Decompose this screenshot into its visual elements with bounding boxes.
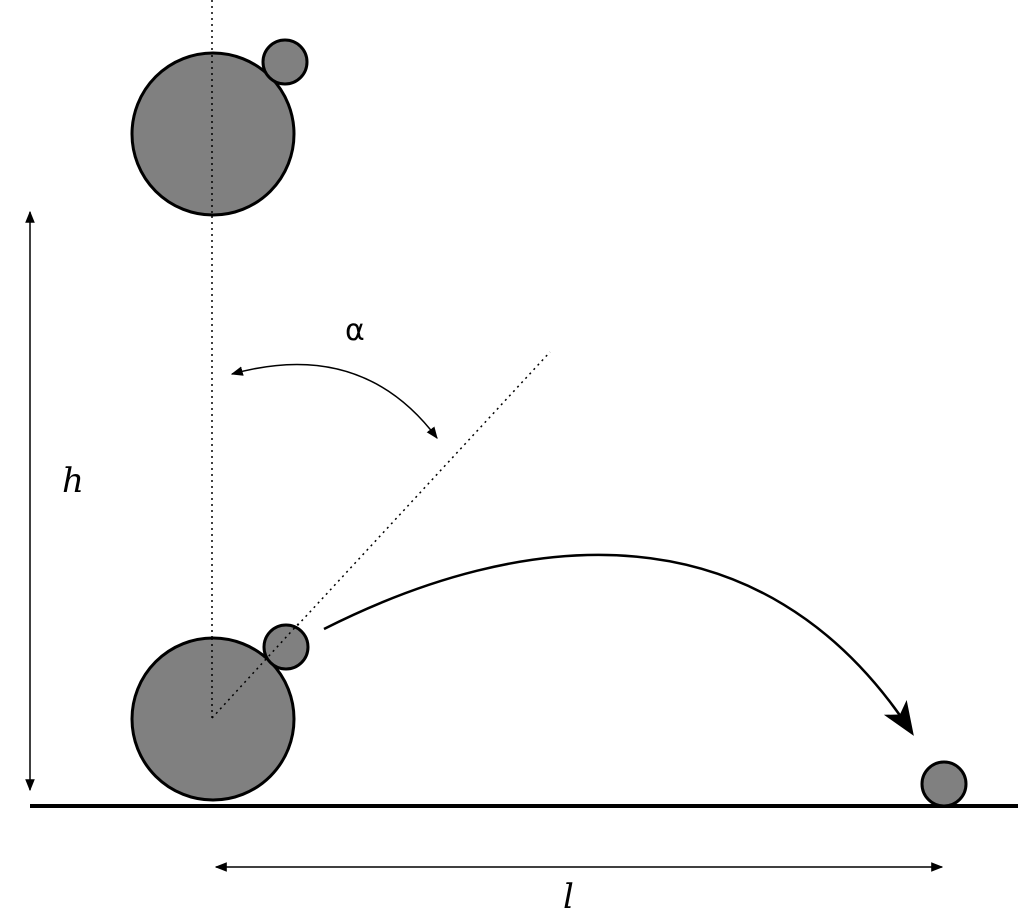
angle-label: α (345, 313, 365, 348)
small-ball-top (261, 38, 309, 86)
launch-direction-dotted-line (211, 351, 551, 719)
trajectory-arrow (323, 553, 914, 736)
launch-direction-dotted-overlay (211, 621, 301, 719)
angle-arc-arrow (230, 363, 438, 439)
distance-label: l (563, 877, 574, 917)
large-ball-bottom (130, 636, 296, 802)
small-ball-landed (920, 760, 968, 808)
height-label: h (62, 461, 84, 501)
small-ball-launch (262, 623, 310, 671)
large-ball-top (130, 51, 296, 217)
